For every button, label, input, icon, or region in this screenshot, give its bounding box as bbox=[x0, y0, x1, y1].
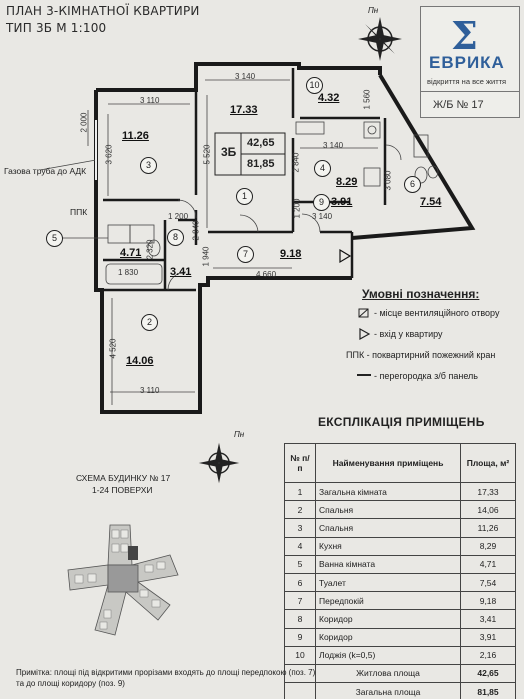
room-number-10: 10 bbox=[306, 77, 323, 94]
developer-logo: Σ ЕВРИКА відкриття на все життя Ж/Б № 17 bbox=[420, 6, 520, 118]
legend-title: Умовні позначення: bbox=[362, 287, 480, 301]
room-number-3: 3 bbox=[140, 157, 157, 174]
room-number-9: 9 bbox=[313, 194, 330, 211]
dim-3110-top: 3 110 bbox=[140, 96, 160, 105]
floor-plan-drawing bbox=[39, 62, 476, 414]
legend-entry: - вхід у квартиру bbox=[374, 329, 443, 339]
room-number-5: 5 bbox=[46, 230, 63, 247]
area-room-8: 3.41 bbox=[170, 266, 192, 278]
dim-3140-top: 3 140 bbox=[235, 72, 256, 81]
room-number-7: 7 bbox=[237, 246, 254, 263]
entry-arrow-icon bbox=[359, 328, 371, 340]
dim-1200-corridor: 1 200 bbox=[292, 198, 302, 219]
explication-title: ЕКСПЛІКАЦІЯ ПРИМІЩЕНЬ bbox=[318, 415, 485, 429]
table-header-row: № п/п Найменування приміщень Площа, м² bbox=[284, 443, 516, 483]
area-room-3: 11.26 bbox=[122, 130, 149, 142]
header-number: № п/п bbox=[284, 443, 316, 483]
footnote-line-1: Примітка: площі під відкритими прорізами… bbox=[16, 668, 316, 677]
ventilation-icon bbox=[358, 308, 369, 318]
dim-2840-kitchen: 2 840 bbox=[291, 152, 301, 173]
dim-1940: 1 940 bbox=[201, 246, 211, 267]
area-room-6: 7.54 bbox=[420, 196, 442, 208]
apartment-type: 3Б bbox=[221, 145, 237, 159]
dim-2840-bath: 2 840 bbox=[191, 220, 201, 241]
legend-partition: - перегородка з/б панель bbox=[374, 371, 478, 381]
dim-1200-bath: 1 200 bbox=[168, 212, 189, 221]
area-room-1: 17.33 bbox=[230, 104, 258, 116]
dim-1560: 1 560 bbox=[362, 89, 372, 110]
dim-3620: 3 620 bbox=[104, 144, 114, 165]
total-area-box: 81,85 bbox=[247, 158, 275, 170]
compass-icon bbox=[358, 17, 402, 61]
area-room-10: 4.32 bbox=[318, 92, 340, 104]
building-code: Ж/Б № 17 bbox=[433, 99, 484, 111]
legend-ventilation: - місце вентиляційного отвору bbox=[374, 308, 500, 318]
scheme-floors: 1-24 ПОВЕРХИ bbox=[92, 485, 153, 495]
partition-line-icon bbox=[357, 374, 371, 376]
scheme-title: СХЕМА БУДИНКУ № 17 bbox=[76, 473, 171, 483]
dim-3080: 3 080 bbox=[383, 170, 393, 191]
room-number-1: 1 bbox=[236, 188, 253, 205]
room-number-6: 6 bbox=[404, 176, 421, 193]
scheme-compass-icon bbox=[198, 442, 240, 484]
plan-subtitle: ТИП 3Б М 1:100 bbox=[6, 21, 107, 35]
fire-hydrant-label: ППК bbox=[70, 207, 88, 217]
logo-name: ЕВРИКА bbox=[429, 53, 505, 72]
dim-3110-bottom: 3 110 bbox=[140, 386, 160, 395]
room-number-2: 2 bbox=[141, 314, 158, 331]
living-area-box: 42,65 bbox=[247, 137, 275, 149]
dim-4660: 4 660 bbox=[256, 270, 277, 279]
logo-sigma-icon: Σ bbox=[451, 13, 478, 58]
scheme-compass-north-label: Пн bbox=[234, 430, 245, 439]
compass-north-label: Пн bbox=[368, 6, 379, 15]
plan-title: ПЛАН 3-КІМНАТНОЇ КВАРТИРИ bbox=[6, 4, 200, 18]
area-room-9: 3.91 bbox=[331, 196, 353, 208]
header-name: Найменування приміщень bbox=[315, 443, 461, 483]
explication-table: № п/п Найменування приміщень Площа, м² 1… bbox=[284, 443, 516, 699]
area-room-2: 14.06 bbox=[126, 355, 154, 367]
dim-3140-kitchen: 3 140 bbox=[323, 141, 344, 150]
area-room-4: 8.29 bbox=[336, 176, 358, 188]
dim-5520: 5 520 bbox=[202, 144, 212, 165]
header-area: Площа, м² bbox=[460, 443, 516, 483]
room-number-4: 4 bbox=[314, 160, 331, 177]
legend-fire-hydrant: ППК - поквартирний пожежний кран bbox=[346, 350, 496, 360]
building-scheme-drawing bbox=[67, 524, 179, 636]
room-number-8: 8 bbox=[167, 229, 184, 246]
area-room-5: 4.71 bbox=[120, 247, 142, 259]
dim-1830: 1 830 bbox=[118, 268, 139, 277]
footnote-line-2: та до площі коридору (поз. 9) bbox=[16, 679, 125, 688]
dim-2320: 2 320 bbox=[145, 239, 155, 260]
dim-3140-corridor: 3 140 bbox=[312, 212, 333, 221]
dim-2000: 2 000 bbox=[79, 112, 89, 133]
gas-pipe-label: Газова труба до АДК bbox=[4, 166, 87, 176]
logo-slogan: відкриття на все життя bbox=[427, 77, 507, 86]
dim-4520: 4 520 bbox=[108, 338, 118, 359]
area-room-7: 9.18 bbox=[280, 248, 302, 260]
